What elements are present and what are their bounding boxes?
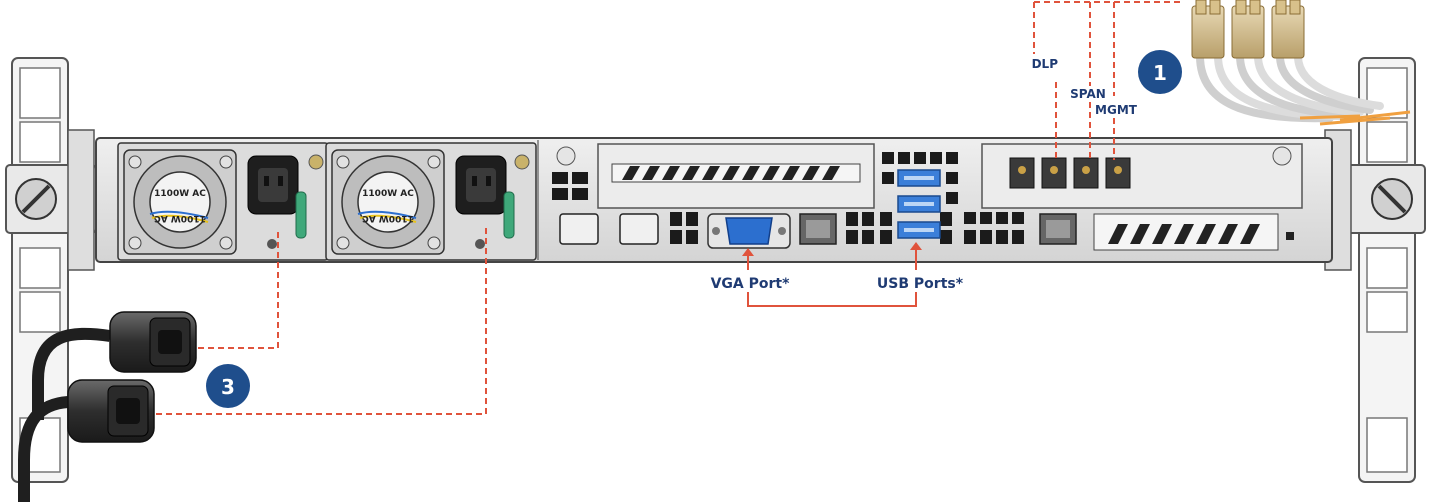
power-socket-icon: [455, 155, 507, 215]
fiber-connector-icon: [1271, 0, 1305, 59]
psu-2-fan-rating: 1100W AC: [362, 213, 414, 223]
psu-1-rating: 1100W AC: [154, 189, 206, 199]
fiber-connector-icon: [1231, 0, 1265, 59]
screw-icon: [1371, 178, 1413, 220]
io-panel: [552, 143, 1303, 251]
power-plug-icon: [67, 379, 155, 443]
span-label: SPAN: [1070, 87, 1106, 101]
power-socket-icon: [247, 155, 299, 215]
fan-icon: [341, 155, 435, 249]
psu-1-fan-rating: 1100W AC: [154, 213, 206, 223]
fiber-ports[interactable]: [1009, 157, 1131, 189]
left-rack-ear: [5, 57, 97, 483]
vga-usb-connector: [742, 242, 922, 307]
callout-lines: [154, 1, 1184, 415]
fiber-connector-icon: [1191, 0, 1225, 59]
psu-2: 1100W AC 1100W AC: [325, 142, 537, 261]
fan-icon: [133, 155, 227, 249]
fiber-cables: [1196, 52, 1411, 126]
vga-port-label: VGA Port*: [711, 276, 791, 292]
right-rack-ear: [1324, 57, 1426, 483]
svg-text:3: 3: [221, 375, 235, 399]
callout-badge-power: 3: [206, 364, 250, 408]
psu-1: 1100W AC 1100W AC: [117, 142, 329, 261]
usb-ports-label: USB Ports*: [877, 276, 964, 292]
dlp-label: DLP: [1032, 57, 1059, 71]
power-cords: [18, 327, 111, 502]
callout-badge-fiber: 1: [1138, 50, 1182, 94]
usb-ports[interactable]: [897, 169, 941, 239]
svg-text:1: 1: [1153, 61, 1167, 85]
psu-2-rating: 1100W AC: [362, 189, 414, 199]
mgmt-label: MGMT: [1095, 103, 1138, 117]
power-plug-icon: [109, 311, 197, 373]
vga-port[interactable]: [707, 213, 791, 249]
screw-icon: [15, 178, 57, 220]
